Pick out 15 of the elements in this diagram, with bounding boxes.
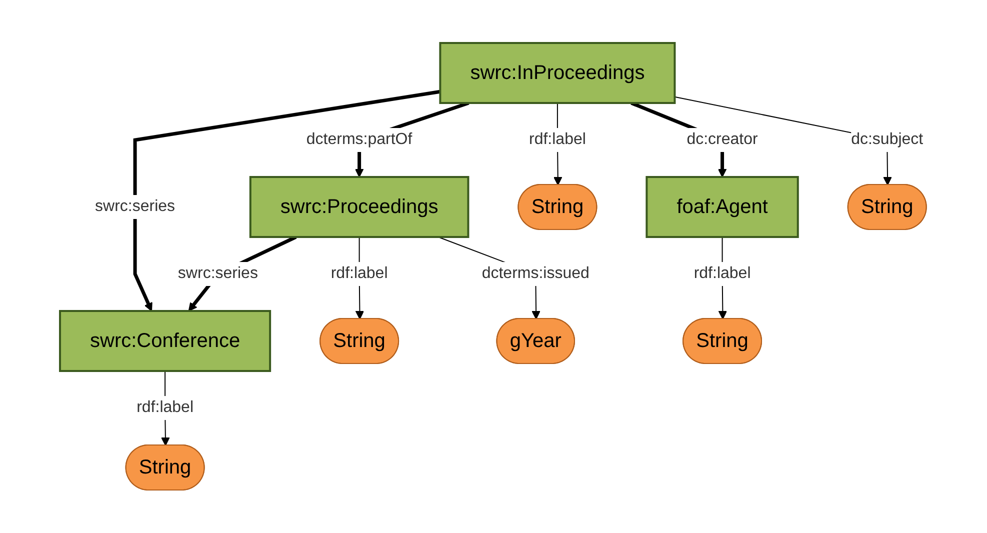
node-box: swrc:Proceedings: [250, 176, 470, 238]
node-box: swrc:Conference: [59, 310, 272, 372]
edge-label: dcterms:partOf: [306, 130, 413, 148]
edge-label: dc:creator: [687, 130, 758, 148]
edge-label: dc:subject: [851, 130, 924, 148]
edge-label: swrc:series: [178, 264, 258, 282]
node-box: foaf:Agent: [646, 176, 800, 238]
node-box: swrc:InProceedings: [440, 42, 676, 104]
edge-label: dcterms:issued: [482, 264, 590, 282]
edge-label: swrc:series: [95, 198, 176, 215]
edge-label: rdf:label: [694, 264, 752, 282]
edge-label: rdf:label: [529, 130, 586, 148]
edge-label: rdf:label: [331, 264, 388, 282]
arrow: [674, 96, 892, 186]
edge-label: rdf:label: [136, 398, 194, 416]
